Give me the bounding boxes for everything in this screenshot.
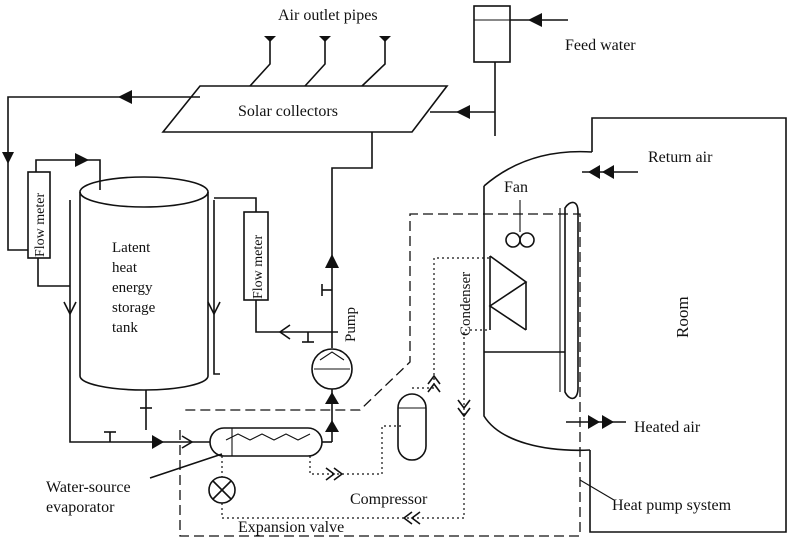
return-air-label: Return air: [648, 149, 713, 166]
expansion-valve: Expansion valve: [208, 456, 344, 536]
condenser-label: Condenser: [458, 272, 474, 336]
tank-label-4: storage: [112, 300, 156, 316]
compressor-label: Compressor: [350, 491, 428, 508]
latent-heat-storage-tank: Latent heat energy storage tank: [63, 176, 221, 443]
solar-collectors-label: Solar collectors: [238, 103, 338, 120]
fan-label: Fan: [504, 179, 528, 196]
tank-label-1: Latent: [112, 240, 151, 256]
left-pipe: [2, 90, 200, 251]
air-outlet-pipes: Air outlet pipes: [249, 7, 391, 87]
heat-pump-system-label: Heat pump system: [612, 497, 732, 514]
arrow-icon: [152, 435, 164, 449]
tank-label-5: tank: [112, 320, 138, 336]
tank-label-3: energy: [112, 280, 153, 296]
water-source-evaporator: Water-source evaporator: [46, 427, 332, 516]
compressor: Compressor: [350, 393, 428, 508]
arrow-icon: [602, 415, 614, 429]
solar-collectors: Solar collectors: [161, 85, 449, 133]
valve-icon: [264, 36, 391, 42]
air-outlet-pipes-label: Air outlet pipes: [278, 7, 378, 24]
room-label: Room: [673, 296, 692, 338]
arrow-icon: [325, 420, 339, 432]
tank-label-2: heat: [112, 260, 138, 276]
arrow-icon: [588, 415, 600, 429]
pump: Pump: [311, 132, 373, 442]
flow-meter-right-label: Flow meter: [251, 235, 266, 299]
evaporator-label-1: Water-source: [46, 479, 131, 496]
flow-meter-right: Flow meter: [214, 197, 338, 343]
refrigerant-circuit: [222, 257, 490, 525]
arrow-icon: [75, 153, 89, 167]
arrow-icon: [118, 90, 132, 104]
arrow-icon: [325, 254, 339, 268]
condenser: Condenser: [458, 255, 528, 336]
compressor-icon: [397, 393, 427, 461]
room: Room: [589, 117, 787, 533]
fan-icon: [505, 232, 521, 248]
flow-meter-left: Flow meter: [27, 153, 101, 287]
air-duct: [483, 150, 593, 452]
arrow-icon: [602, 165, 614, 179]
arrow-icon: [456, 105, 470, 119]
arrow-icon: [588, 165, 600, 179]
fan: Fan: [504, 179, 535, 248]
heat-pump-boundary: Heat pump system: [179, 213, 732, 537]
heated-air-label: Heated air: [634, 419, 701, 436]
feed-water-label: Feed water: [565, 37, 636, 54]
pump-label: Pump: [343, 307, 359, 342]
evaporator-label-2: evaporator: [46, 499, 115, 516]
heated-air: Heated air: [566, 415, 701, 436]
expansion-valve-label: Expansion valve: [238, 519, 344, 536]
arrow-icon: [325, 392, 339, 404]
arrow-icon: [528, 13, 542, 27]
return-air: Return air: [582, 149, 713, 179]
feed-water-tank: Feed water: [430, 5, 636, 136]
arrow-icon: [2, 152, 14, 164]
flow-meter-left-label: Flow meter: [33, 193, 48, 257]
